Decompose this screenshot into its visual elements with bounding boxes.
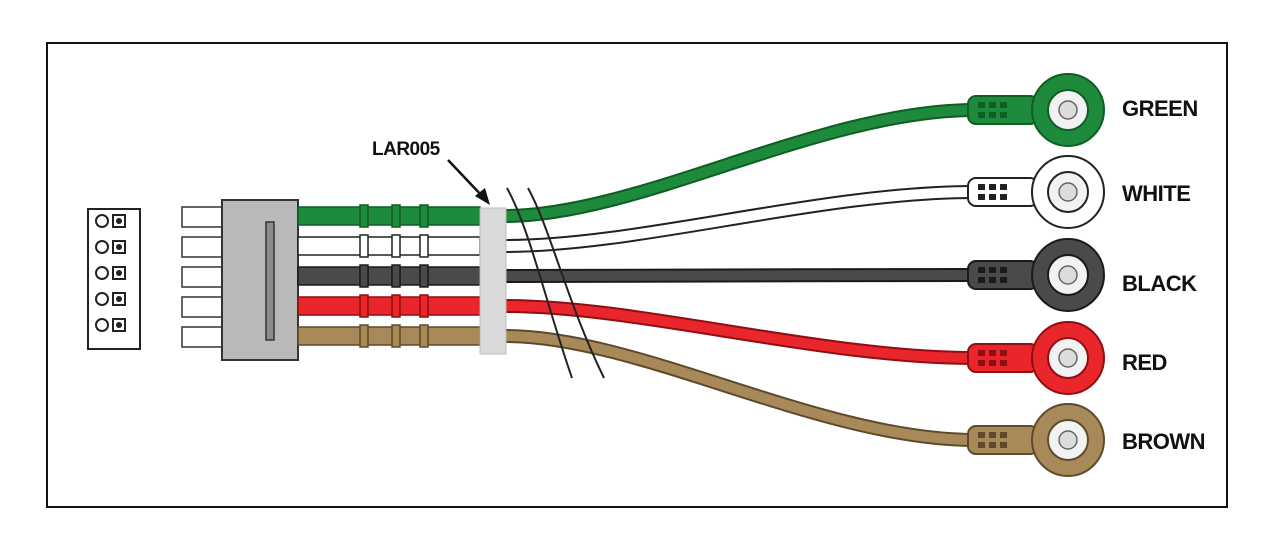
lead-wire-white	[297, 185, 982, 258]
lead-wire-brown	[297, 324, 982, 447]
connector-pin-tabs	[181, 206, 223, 348]
part-number-arrow	[447, 159, 490, 205]
snap-electrode-brown	[967, 403, 1105, 477]
pin-tab-1	[181, 206, 223, 228]
lead-label-red: RED	[1122, 350, 1167, 375]
cable-break-mark	[506, 187, 605, 379]
lead-wire-bundle	[297, 103, 982, 447]
connector-housing	[221, 199, 299, 361]
lead-label-brown: BROWN	[1122, 429, 1206, 454]
pin-socket-3	[95, 266, 126, 280]
pin-socket-1	[95, 214, 126, 228]
lead-wire-black	[297, 264, 982, 288]
label-band	[479, 207, 507, 355]
connector-end-view	[87, 208, 141, 350]
lead-label-white: WHITE	[1122, 181, 1191, 206]
snap-electrode-white	[967, 155, 1105, 229]
snap-electrode-red	[967, 321, 1105, 395]
lead-label-green: GREEN	[1122, 96, 1198, 121]
pin-tab-2	[181, 236, 223, 258]
snap-electrode-black	[967, 238, 1105, 312]
lead-wire-green	[297, 103, 982, 228]
pin-socket-5	[95, 318, 126, 332]
pin-socket-2	[95, 240, 126, 254]
lead-label-black: BLACK	[1122, 271, 1197, 296]
pin-tab-5	[181, 326, 223, 348]
pin-socket-4	[95, 292, 126, 306]
pin-tab-4	[181, 296, 223, 318]
lead-wire-red	[297, 294, 982, 365]
snap-electrodes	[967, 73, 1105, 477]
pin-tab-3	[181, 266, 223, 288]
part-number-label: LAR005	[372, 139, 440, 160]
snap-electrode-green	[967, 73, 1105, 147]
